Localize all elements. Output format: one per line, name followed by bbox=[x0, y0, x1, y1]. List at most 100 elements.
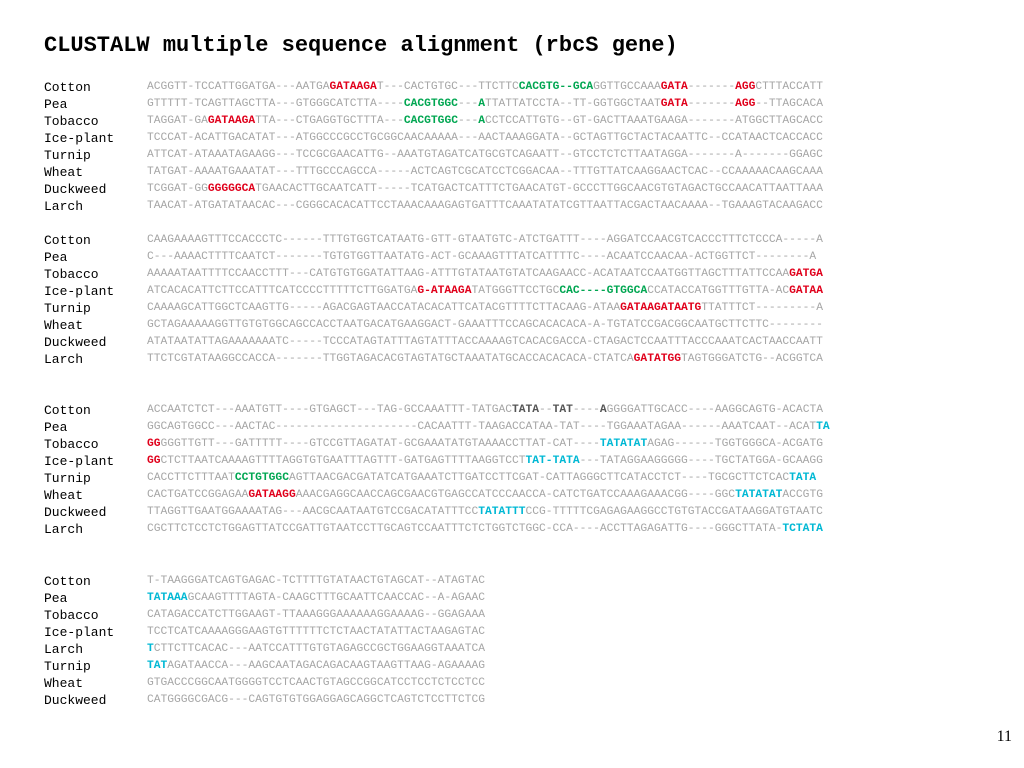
species-name: Tobacco bbox=[44, 437, 99, 452]
motif-highlight: TATATAT bbox=[599, 438, 648, 450]
sequence-row: Wheat TATGAT-AAAATGAAATAT---TTTGCCCAGCCA-… bbox=[44, 164, 823, 181]
sequence-row: Duckweed TTAGGTTGAATGGAAAATAG---AACGCAATA… bbox=[44, 504, 830, 521]
sequence-segment: AGTTAACGACGATATCATGAAATCTTGATCCTTCGAT-CA… bbox=[288, 472, 790, 484]
sequence-segment: AGAG------TGGTGGGCA-ACGATG bbox=[647, 438, 823, 450]
sequence-segment: ACGGTT-TCCATTGGATGA---AATGA bbox=[147, 81, 330, 93]
species-name: Duckweed bbox=[44, 693, 107, 708]
species-name: Wheat bbox=[44, 488, 84, 503]
species-name: Turnip bbox=[44, 471, 91, 486]
sequence-segment: CTTTACCATT bbox=[755, 81, 823, 93]
sequence-segment: CCTCCATTGTG--GT-GACTTAAATGAAGA-------ATG… bbox=[485, 115, 823, 127]
sequence-segment: GGGTTGTT---GATTTTT----GTCCGTTAGATAT-GCGA… bbox=[160, 438, 600, 450]
sequence-segment: TTATTTCT---------A bbox=[701, 302, 823, 314]
species-name: Tobacco bbox=[44, 608, 99, 623]
sequence-row: Tobacco CATAGACCATCTTGGAAGT-TTAAAGGGAAAAA… bbox=[44, 607, 485, 624]
species-name: Turnip bbox=[44, 659, 91, 674]
species-name: Ice-plant bbox=[44, 131, 115, 146]
sequence-segment: TTA---CTGAGGTGCTTTA--- bbox=[255, 115, 404, 127]
species-name: Tobacco bbox=[44, 267, 99, 282]
motif-highlight: TATATAT bbox=[735, 489, 783, 501]
sequence-text: CATGGGGCGACG---CAGTGTGTGGAGGAGCAGGCTCAGT… bbox=[147, 692, 485, 709]
sequence-segment: GGTTGCCAAA bbox=[593, 81, 661, 93]
sequence-segment: TATGAT-AAAATGAAATAT---TTTGCCCAGCCA-----A… bbox=[147, 166, 823, 178]
sequence-segment: AAAAATAATTTTCCAACCTTT---CATGTGTGGATATTAA… bbox=[147, 268, 790, 280]
motif-highlight: GATAAGA bbox=[329, 81, 377, 93]
motif-highlight: GATA bbox=[660, 98, 688, 110]
sequence-segment: TTCTCGTATAAGGCCACCA-------TTGGTAGACACGTA… bbox=[147, 353, 634, 365]
sequence-segment: T-TAAGGGATCAGTGAGAC-TCTTTTGTATAACTGTAGCA… bbox=[147, 575, 485, 587]
sequence-row: Duckweed CATGGGGCGACG---CAGTGTGTGGAGGAGCA… bbox=[44, 692, 485, 709]
motif-highlight: CACGTGGC bbox=[403, 98, 458, 110]
sequence-row: Tobacco AAAAATAATTTTCCAACCTTT---CATGTGTGG… bbox=[44, 266, 823, 283]
sequence-segment: CATAGACCATCTTGGAAGT-TTAAAGGGAAAAAAGGAAAA… bbox=[147, 609, 485, 621]
sequence-row: Ice-plant TCCTCATCAAAAGGGAAGTGTTTTTTCTCTA… bbox=[44, 624, 485, 641]
motif-highlight: TATA bbox=[512, 404, 540, 416]
sequence-row: Ice-plant GGCTCTTAATCAAAAGTTTTAGGTGTGAATT… bbox=[44, 453, 830, 470]
motif-highlight: TA bbox=[816, 421, 830, 433]
motif-highlight: TCTATA bbox=[782, 523, 823, 535]
sequence-segment: --TTAGCACA bbox=[755, 98, 823, 110]
motif-highlight: GATGA bbox=[789, 268, 823, 280]
sequence-text: TCTTCTTCACAC---AATCCATTTGTGTAGAGCCGCTGGA… bbox=[147, 641, 485, 658]
sequence-segment: ATTCAT-ATAAATAGAAGG---TCCGCGAACATTG--AAA… bbox=[147, 149, 823, 161]
sequence-segment: CTCTTAATCAAAAGTTTTAGGTGTGAATTTAGTTT-GATG… bbox=[160, 455, 526, 467]
motif-highlight: GATATGG bbox=[633, 353, 681, 365]
sequence-text: TAGGAT-GAGATAAGATTA---CTGAGGTGCTTTA---CA… bbox=[147, 113, 823, 130]
species-name: Pea bbox=[44, 97, 68, 112]
motif-highlight: GATAAGA bbox=[207, 115, 256, 127]
species-name: Pea bbox=[44, 250, 68, 265]
alignment-block-4: Cotton T-TAAGGGATCAGTGAGAC-TCTTTTGTATAACT… bbox=[44, 573, 485, 709]
sequence-segment: GGCAGTGGCC---AACTAC---------------------… bbox=[147, 421, 817, 433]
motif-highlight: TAT bbox=[552, 404, 573, 416]
motif-highlight: TATAAA bbox=[147, 592, 188, 604]
species-name: Ice-plant bbox=[44, 454, 115, 469]
sequence-segment: C---AAAACTTTTCAATCT-------TGTGTGGTTAATAT… bbox=[147, 251, 817, 263]
sequence-segment: ---- bbox=[572, 404, 600, 416]
sequence-row: Larch TAACAT-ATGATATAACAC---CGGGCACACATTC… bbox=[44, 198, 823, 215]
sequence-text: CAAAAGCATTGGCTCAAGTTG-----AGACGAGTAACCAT… bbox=[147, 300, 823, 317]
motif-highlight: AGG bbox=[735, 81, 756, 93]
sequence-segment: CAAGAAAAGTTTCCACCCTC------TTTGTGGTCATAAT… bbox=[147, 234, 823, 246]
species-name: Cotton bbox=[44, 574, 91, 589]
motif-highlight: TAT bbox=[147, 660, 168, 672]
sequence-row: Pea C---AAAACTTTTCAATCT-------TGTGTGGTTAA… bbox=[44, 249, 823, 266]
motif-highlight: CAC----GTGGCA bbox=[559, 285, 648, 297]
motif-highlight: CACGTG--GCA bbox=[518, 81, 594, 93]
sequence-segment: TAGTGGGATCTG--ACGGTCA bbox=[681, 353, 823, 365]
motif-highlight: AGG bbox=[735, 98, 756, 110]
species-name: Tobacco bbox=[44, 114, 99, 129]
species-name: Cotton bbox=[44, 403, 91, 418]
sequence-segment: ---TATAGGAAGGGGG----TGCTATGGA-GCAAGG bbox=[579, 455, 823, 467]
sequence-text: T-TAAGGGATCAGTGAGAC-TCTTTTGTATAACTGTAGCA… bbox=[147, 573, 485, 590]
motif-highlight: GG bbox=[147, 455, 161, 467]
species-name: Duckweed bbox=[44, 505, 107, 520]
motif-highlight: GATAAGATAATG bbox=[620, 302, 702, 314]
sequence-segment: TCCTCATCAAAAGGGAAGTGTTTTTTCTCTAACTATATTA… bbox=[147, 626, 485, 638]
sequence-text: CACCTTCTTTAATCCTGTGGCAGTTAACGACGATATCATG… bbox=[147, 470, 816, 487]
sequence-segment: --- bbox=[457, 98, 479, 110]
sequence-segment: GGGGATTGCACC----AAGGCAGTG-ACACTA bbox=[606, 404, 823, 416]
motif-highlight: GATAA bbox=[789, 285, 823, 297]
species-name: Turnip bbox=[44, 301, 91, 316]
species-name: Ice-plant bbox=[44, 625, 115, 640]
sequence-segment: TGAACACTTGCAATCATT-----TCATGACTCATTTCTGA… bbox=[255, 183, 823, 195]
sequence-row: Cotton ACCAATCTCT---AAATGTT----GTGAGCT---… bbox=[44, 402, 830, 419]
sequence-text: ACCAATCTCT---AAATGTT----GTGAGCT---TAG-GC… bbox=[147, 402, 823, 419]
sequence-text: TTAGGTTGAATGGAAAATAG---AACGCAATAATGTCCGA… bbox=[147, 504, 823, 521]
sequence-segment: T---CACTGTGC---TTCTTC bbox=[376, 81, 519, 93]
motif-highlight: GGGGGCA bbox=[207, 183, 256, 195]
motif-highlight: TATA bbox=[789, 472, 817, 484]
sequence-text: TCGGAT-GGGGGGGCATGAACACTTGCAATCATT-----T… bbox=[147, 181, 823, 198]
sequence-segment: TAACAT-ATGATATAACAC---CGGGCACACATTCCTAAA… bbox=[147, 200, 823, 212]
species-name: Wheat bbox=[44, 165, 84, 180]
species-name: Larch bbox=[44, 199, 84, 214]
sequence-segment: CCATACCATGGTTTGTTA-AC bbox=[647, 285, 790, 297]
